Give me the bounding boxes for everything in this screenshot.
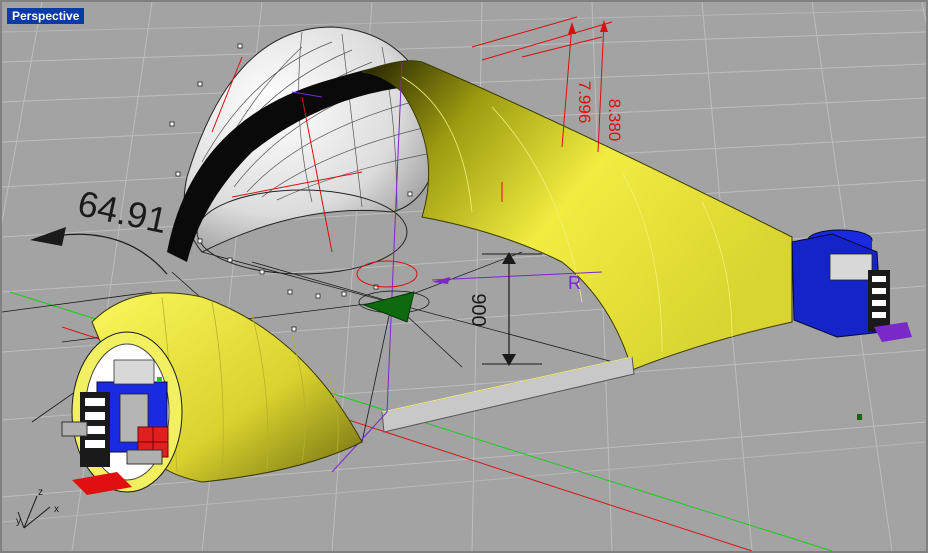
left-machinery-module[interactable] xyxy=(61,359,169,495)
axis-z-label: z xyxy=(38,487,43,498)
point-marker[interactable] xyxy=(857,414,862,420)
radius-marker[interactable]: R xyxy=(432,273,581,293)
red-construction-lines xyxy=(211,56,503,288)
viewport-title-tab[interactable]: Perspective xyxy=(7,8,85,24)
dimension-b-label: 8.380 xyxy=(605,99,624,142)
vertical-dimension[interactable]: 900 xyxy=(467,252,542,366)
vertical-dimension-label: 900 xyxy=(467,293,489,326)
radius-marker-label: R xyxy=(568,273,581,293)
axis-triad-icon: x y z xyxy=(16,487,59,529)
axis-x-label: x xyxy=(54,504,59,515)
red-dimensions[interactable]: 7.996 8.380 xyxy=(471,16,624,153)
origin-marker[interactable] xyxy=(358,290,430,323)
grey-slab[interactable] xyxy=(381,356,635,433)
black-arch-frame[interactable] xyxy=(167,62,407,262)
axis-y-label: y xyxy=(16,516,21,527)
angle-dimension-label: 64.91 xyxy=(74,182,171,241)
angle-dimension[interactable]: 64.91 xyxy=(30,182,171,275)
right-machinery-module[interactable] xyxy=(791,229,912,342)
dimension-a-label: 7.996 xyxy=(575,81,594,124)
